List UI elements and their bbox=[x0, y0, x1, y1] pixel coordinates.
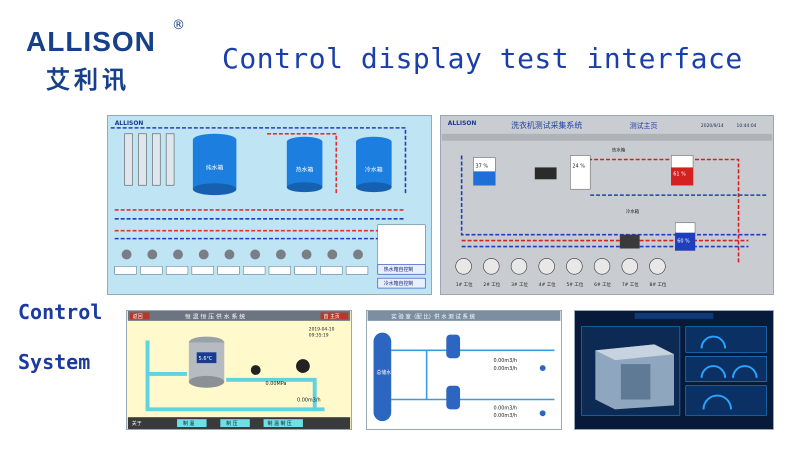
washer-tank-mid: 24 % bbox=[570, 155, 591, 190]
station-label: 3# 工位 bbox=[511, 281, 528, 288]
cp-home-label: 返回 bbox=[133, 313, 143, 320]
station-label: 6# 工位 bbox=[594, 281, 611, 288]
dash-gauges bbox=[700, 335, 758, 410]
side-label-control: Control bbox=[18, 300, 103, 324]
lab-flow-a: 0.00m3/h bbox=[494, 358, 518, 364]
lab-pipes bbox=[391, 349, 555, 401]
station-label: 7# 工位 bbox=[622, 281, 639, 288]
washer-subtitle: 测试主页 bbox=[630, 121, 658, 130]
station-label: 2# 工位 bbox=[483, 281, 500, 288]
const-pressure-diagram: 返回 恒 温 恒 压 供 水 系 统 首 主页 2019-04-10 09:35… bbox=[127, 311, 351, 429]
mini-brand: ALLISON bbox=[448, 120, 477, 127]
lab-tank-label: 总储水箱 bbox=[376, 369, 396, 376]
heater-block bbox=[534, 167, 557, 180]
washer-tank-hot: 61 % 热水箱 bbox=[612, 147, 694, 186]
cp-pipes bbox=[145, 340, 325, 412]
station-label: 5# 工位 bbox=[566, 281, 583, 288]
tank-left-value: 37 % bbox=[475, 163, 488, 169]
tank-mid-value: 24 % bbox=[572, 163, 585, 169]
water-supply-diagram: ALLISON 纯水箱 热水箱 bbox=[108, 116, 431, 294]
param-table bbox=[377, 224, 426, 265]
station-label: 4# 工位 bbox=[539, 281, 556, 288]
washer-title: 洗衣机测试采集系统 bbox=[511, 120, 582, 130]
dashboard-diagram bbox=[575, 311, 773, 429]
lab-valve-icon[interactable] bbox=[539, 365, 546, 371]
cp-main-label: 首 主页 bbox=[324, 313, 340, 320]
cp-flow: 0.00m3/h bbox=[297, 397, 321, 403]
washer-tab-bar[interactable] bbox=[441, 133, 773, 141]
lab-valve-icon[interactable] bbox=[539, 410, 546, 417]
tank-cold-value: 60 % bbox=[677, 239, 690, 245]
tank-cold-water: 冷水箱 bbox=[356, 136, 392, 193]
allison-logo: ALLISON ® 艾利讯 bbox=[20, 12, 190, 94]
tank-hot-value: 61 % bbox=[673, 171, 686, 177]
tank-pure-water: 纯水箱 bbox=[192, 133, 237, 196]
tank-cold-name: 冷水箱 bbox=[626, 208, 640, 215]
water-supply-screen: ALLISON 纯水箱 热水箱 bbox=[107, 115, 432, 295]
cp-main-button[interactable]: 首 主页 bbox=[320, 312, 349, 320]
registered-mark: ® bbox=[172, 18, 185, 33]
cp-pump-icon bbox=[250, 365, 261, 375]
washer-tank-cold: 60 % 冷水箱 bbox=[626, 208, 696, 251]
const-pressure-screen: 返回 恒 温 恒 压 供 水 系 统 首 主页 2019-04-10 09:35… bbox=[126, 310, 352, 430]
lab-main-tank: 总储水箱 bbox=[373, 332, 396, 422]
tank-hot-label: 热水箱 bbox=[296, 165, 314, 173]
cp-footer-button-label: 制 温 制 压 bbox=[268, 420, 292, 427]
cp-footer-button-1[interactable]: 制 温 bbox=[177, 419, 207, 427]
washer-tank-left: 37 % bbox=[473, 157, 496, 186]
tank-hot-water: 热水箱 bbox=[286, 136, 323, 193]
station-label: 8# 工位 bbox=[650, 281, 667, 288]
dashboard-screen bbox=[574, 310, 774, 430]
washer-time: 10:44:04 bbox=[737, 123, 757, 129]
page-title: Control display test interface bbox=[222, 42, 743, 75]
station-row bbox=[114, 249, 369, 275]
washer-test-screen: ALLISON 洗衣机测试采集系统 测试主页 2020/9/14 10:44:0… bbox=[440, 115, 774, 295]
cp-footer-button-2[interactable]: 制 压 bbox=[220, 419, 250, 427]
cp-footer-button-3[interactable]: 制 温 制 压 bbox=[263, 419, 303, 427]
cp-pump-icon bbox=[296, 359, 310, 373]
washer-test-diagram: ALLISON 洗衣机测试采集系统 测试主页 2020/9/14 10:44:0… bbox=[441, 116, 773, 294]
washer-date: 2020/9/14 bbox=[701, 123, 724, 129]
lab-title: 实 验 室（配 比）供 水 测 试 系 统 bbox=[391, 312, 475, 320]
cp-header bbox=[127, 311, 351, 321]
cp-title: 恒 温 恒 压 供 水 系 统 bbox=[185, 312, 245, 320]
side-label-system: System bbox=[18, 350, 91, 374]
cp-footer-button-label: 制 压 bbox=[226, 420, 237, 427]
cp-main-tank: 5.6°C bbox=[188, 336, 225, 388]
lab-flow-b: 0.00m3/h bbox=[494, 366, 518, 372]
tank-hot-name: 热水箱 bbox=[612, 147, 626, 154]
btn-cold-ctrl[interactable]: 冷水箱自控制 bbox=[377, 277, 426, 289]
mini-brand: ALLISON bbox=[115, 120, 144, 127]
cp-footer-button-label: 制 温 bbox=[183, 420, 194, 427]
cp-temperature: 5.6°C bbox=[199, 356, 213, 362]
chiller-block bbox=[619, 234, 640, 249]
tank-cold-label: 冷水箱 bbox=[365, 165, 383, 173]
filter-columns bbox=[124, 133, 175, 186]
cp-time: 09:35:19 bbox=[309, 333, 329, 339]
pipe-network bbox=[110, 127, 407, 240]
lab-water-screen: 实 验 室（配 比）供 水 测 试 系 统 总储水箱 0.00m3/h 0.00… bbox=[366, 310, 562, 430]
tank-pure-label: 纯水箱 bbox=[206, 163, 224, 171]
cp-date: 2019-04-10 bbox=[309, 327, 335, 333]
lab-flow-d: 0.00m3/h bbox=[494, 413, 518, 419]
dash-3d-cabinet bbox=[581, 326, 681, 416]
lab-header bbox=[367, 311, 561, 321]
dash-header bbox=[634, 312, 714, 319]
cp-footer-left: 关于 bbox=[132, 420, 142, 427]
logo-brand-text: ALLISON bbox=[26, 26, 156, 57]
cp-pressure: 0.00MPa bbox=[266, 381, 287, 387]
lab-flow-c: 0.00m3/h bbox=[494, 405, 518, 411]
btn-heat-ctrl-label: 热水箱自控制 bbox=[384, 266, 414, 273]
btn-cold-ctrl-label: 冷水箱自控制 bbox=[384, 280, 414, 287]
washer-stations: 1# 工位 2# 工位 3# 工位 4# 工位 5# 工位 6# 工位 7# 工… bbox=[455, 258, 667, 288]
lab-sub-tank bbox=[446, 334, 461, 410]
station-label: 1# 工位 bbox=[456, 281, 473, 288]
cp-home-button[interactable]: 返回 bbox=[129, 312, 150, 320]
logo-chinese-name: 艾利讯 bbox=[46, 66, 130, 94]
lab-water-diagram: 实 验 室（配 比）供 水 测 试 系 统 总储水箱 0.00m3/h 0.00… bbox=[367, 311, 561, 429]
btn-heat-ctrl[interactable]: 热水箱自控制 bbox=[377, 264, 426, 275]
